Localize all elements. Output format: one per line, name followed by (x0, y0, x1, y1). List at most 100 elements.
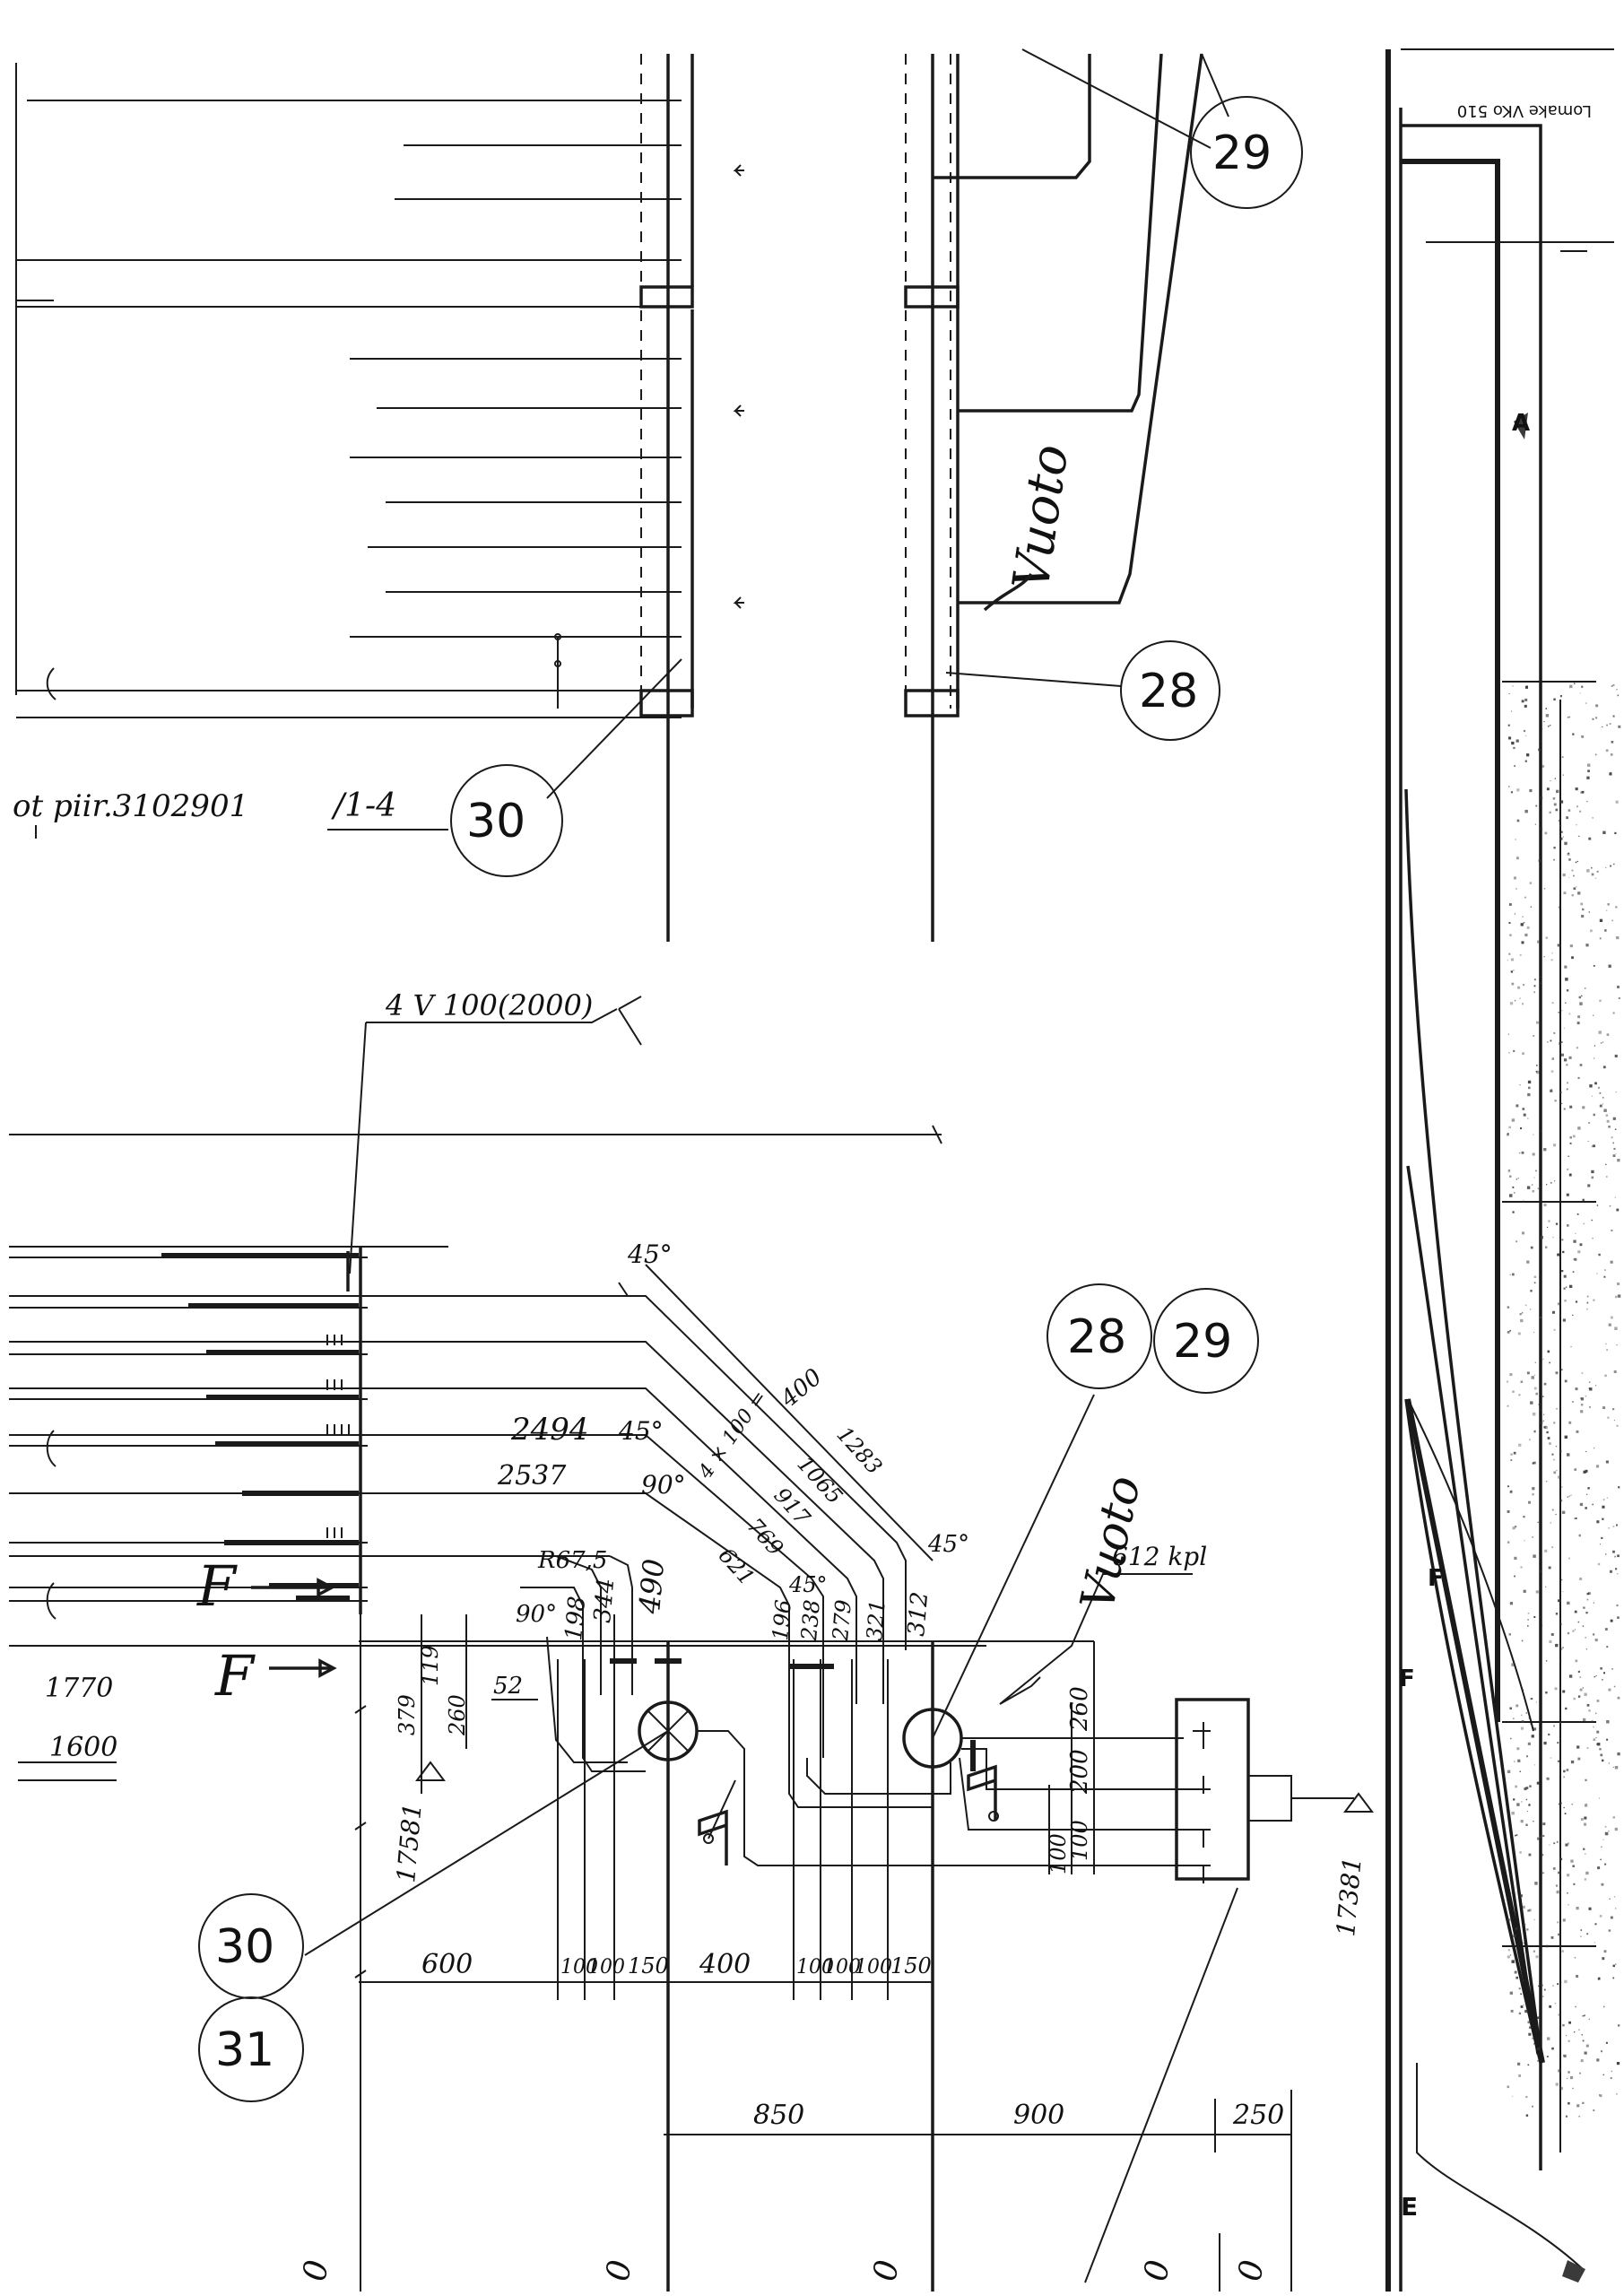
scan-speck (1553, 1328, 1556, 1331)
scan-speck (1596, 1700, 1600, 1702)
scan-speck (1546, 1778, 1548, 1779)
scan-speck (1529, 1723, 1532, 1725)
scan-speck (1581, 790, 1585, 794)
scan-speck (1522, 1108, 1525, 1110)
dim-17381: 17381 (1331, 1856, 1368, 1938)
scan-speck (1567, 1601, 1570, 1605)
scan-speck (1581, 2034, 1583, 2036)
scan-speck (1550, 959, 1553, 961)
scan-speck (1594, 1712, 1597, 1715)
scan-speck (1576, 860, 1578, 863)
scan-speck (1587, 1140, 1589, 1142)
dim-90b: 90° (516, 1601, 557, 1628)
scan-speck (1606, 1720, 1610, 1724)
scan-speck (1549, 1361, 1550, 1364)
scan-speck (1567, 853, 1570, 856)
scan-speck (1521, 1151, 1524, 1154)
scan-speck (1565, 978, 1568, 981)
scan-speck (1576, 1047, 1578, 1049)
scan-speck (1557, 1921, 1559, 1924)
scan-speck (1519, 1152, 1521, 1154)
scan-speck (1546, 1184, 1548, 1186)
scan-speck (1510, 970, 1513, 973)
scan-speck (1559, 800, 1564, 804)
scan-speck (1542, 1834, 1545, 1838)
scan-speck (1543, 1203, 1547, 1207)
scan-speck (1545, 714, 1550, 718)
scan-speck (1607, 903, 1610, 906)
drawing-ref-note: ot piir.3102901 (13, 788, 248, 824)
scan-speck (1610, 1916, 1613, 1919)
dim-1770: 1770 (45, 1673, 113, 1704)
dim-321: 321 (862, 1598, 890, 1641)
scan-speck (1599, 937, 1602, 940)
scan-speck (1601, 2050, 1602, 2053)
scan-speck (1608, 1323, 1611, 1326)
scan-speck (1608, 1929, 1611, 1932)
scan-speck (1615, 1568, 1618, 1570)
scan-speck (1585, 1507, 1587, 1509)
scan-speck (1562, 1591, 1564, 1593)
scan-speck (1563, 1806, 1565, 1809)
scan-speck (1588, 1122, 1591, 1124)
scan-speck (1533, 985, 1536, 987)
scan-speck (1612, 715, 1615, 718)
scan-speck (1616, 1524, 1618, 1526)
scan-speck (1524, 809, 1528, 813)
scan-speck (1512, 1211, 1515, 1213)
scan-speck (1584, 1878, 1587, 1881)
scan-speck (1509, 1175, 1512, 1178)
scan-speck (1594, 1639, 1598, 1642)
scan-speck (1617, 694, 1620, 697)
scan-speck (1547, 1041, 1549, 1043)
scan-speck (1568, 2039, 1570, 2042)
scan-speck (1532, 1487, 1535, 1491)
scan-speck (1579, 810, 1582, 813)
scan-speck (1518, 1394, 1521, 1396)
scan-speck (1612, 1816, 1615, 1819)
scan-speck (1555, 1884, 1558, 1887)
scan-speck (1601, 1883, 1604, 1886)
scan-speck (1611, 684, 1613, 687)
scan-speck (1613, 1896, 1616, 1898)
scan-speck (1597, 1086, 1600, 1089)
scan-speck (1599, 999, 1602, 1002)
scan-speck (1585, 2044, 1589, 2048)
scan-speck (1581, 685, 1584, 689)
scan-speck (1580, 1404, 1584, 1406)
scan-speck (1547, 1437, 1550, 1439)
scan-speck (1546, 1777, 1550, 1780)
scan-speck (1593, 1633, 1595, 1636)
scan-speck (1507, 1918, 1511, 1922)
scan-speck (1615, 1908, 1617, 1909)
scan-speck (1595, 717, 1598, 719)
scan-speck (1616, 1208, 1620, 1212)
scan-speck (1576, 805, 1578, 808)
scan-speck (1562, 836, 1564, 838)
scan-speck (1611, 1136, 1613, 1139)
scan-speck (1510, 1737, 1512, 1740)
scan-speck (1553, 803, 1557, 806)
scan-speck (1515, 1704, 1519, 1708)
scan-speck (1507, 2085, 1510, 2089)
scan-speck (1533, 1727, 1537, 1731)
scan-speck (1559, 1802, 1562, 1805)
scan-speck (1570, 1859, 1574, 1863)
dim-490: 490 (632, 1558, 671, 1616)
scan-speck (1523, 1589, 1526, 1593)
scan-speck (1573, 1697, 1576, 1700)
scan-speck (1604, 1831, 1609, 1836)
scan-speck (1524, 760, 1527, 762)
scan-speck (1616, 2092, 1618, 2095)
scan-speck (1576, 1907, 1579, 1910)
scan-speck (1556, 1840, 1559, 1843)
scan-speck (1614, 1054, 1618, 1057)
scan-speck (1599, 1091, 1602, 1094)
dim-200: 200 (1066, 1749, 1093, 1795)
scan-speck (1528, 1086, 1531, 1090)
scan-speck (1585, 1648, 1587, 1650)
scan-speck (1582, 1625, 1585, 1627)
callout-29-mid-label: 29 (1173, 1315, 1232, 1369)
scan-speck (1553, 698, 1556, 700)
scan-speck (1558, 2069, 1561, 2073)
